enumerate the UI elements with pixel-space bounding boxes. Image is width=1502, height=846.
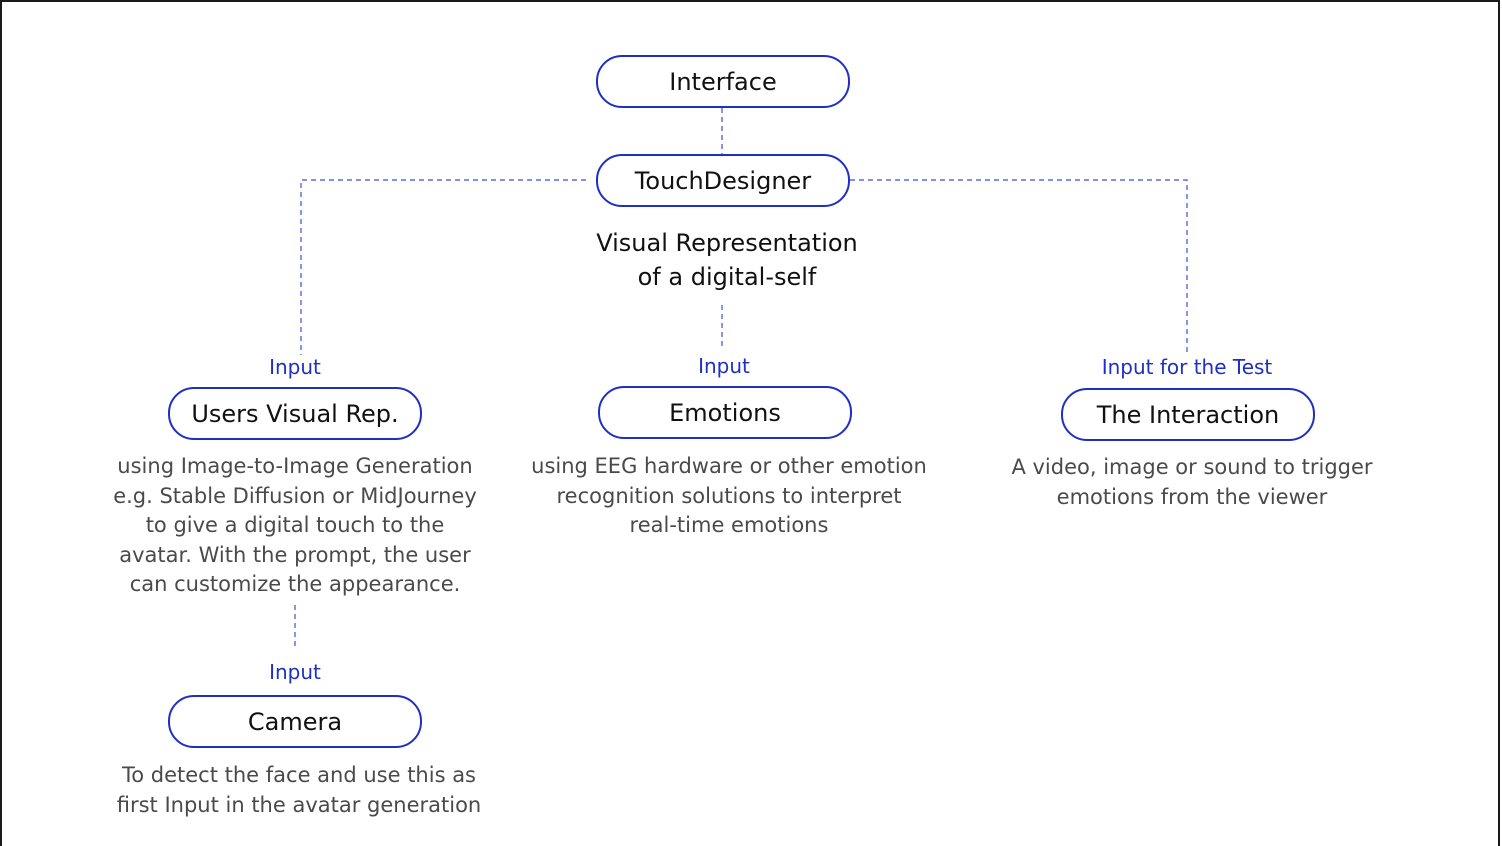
- users-desc-line: to give a digital touch to the: [145, 513, 445, 537]
- users-desc-line: avatar. With the prompt, the user: [119, 542, 471, 567]
- interaction-node[interactable]: The Interaction: [1061, 388, 1315, 441]
- interaction-label: The Interaction: [1096, 400, 1280, 429]
- users-visual-rep-label: Users Visual Rep.: [191, 399, 399, 428]
- interaction-desc-line: emotions from the viewer: [1056, 484, 1328, 509]
- emotions-description: using EEG hardware or other emotion reco…: [514, 452, 944, 541]
- interface-label: Interface: [669, 67, 777, 96]
- touchdesigner-node[interactable]: TouchDesigner: [596, 154, 850, 207]
- users-desc-line: e.g. Stable Diffusion or MidJourney: [113, 483, 477, 508]
- interaction-desc-line: A video, image or sound to trigger: [1011, 455, 1373, 479]
- users-input-tag: Input: [269, 355, 321, 379]
- camera-label: Camera: [247, 707, 343, 736]
- interface-node[interactable]: Interface: [596, 55, 850, 108]
- camera-input-tag: Input: [269, 660, 321, 684]
- users-description: using Image-to-Image Generation e.g. Sta…: [95, 452, 495, 600]
- users-desc-line: using Image-to-Image Generation: [117, 454, 473, 478]
- emotions-node[interactable]: Emotions: [598, 386, 852, 439]
- camera-node[interactable]: Camera: [168, 695, 422, 748]
- connector-to-users: [300, 179, 586, 355]
- connector-to-interaction: [850, 179, 1188, 355]
- center-title-line2: of a digital-self: [637, 263, 817, 291]
- camera-desc-line: first Input in the avatar generation: [116, 792, 482, 817]
- interaction-input-tag: Input for the Test: [1101, 355, 1273, 379]
- emotions-desc-line: real-time emotions: [629, 513, 829, 537]
- center-title-line1: Visual Representation: [596, 229, 858, 257]
- emotions-input-tag: Input: [698, 354, 750, 378]
- emotions-desc-line: recognition solutions to interpret: [556, 483, 902, 508]
- interaction-description: A video, image or sound to trigger emoti…: [992, 453, 1392, 512]
- center-title: Visual Representation of a digital-self: [596, 226, 858, 294]
- users-visual-rep-node[interactable]: Users Visual Rep.: [168, 387, 422, 440]
- camera-desc-line: To detect the face and use this as: [121, 763, 477, 787]
- camera-description: To detect the face and use this as first…: [99, 761, 499, 820]
- emotions-label: Emotions: [669, 398, 781, 427]
- touchdesigner-label: TouchDesigner: [634, 166, 812, 195]
- emotions-desc-line: using EEG hardware or other emotion: [531, 454, 927, 478]
- users-desc-line: can customize the appearance.: [129, 572, 461, 596]
